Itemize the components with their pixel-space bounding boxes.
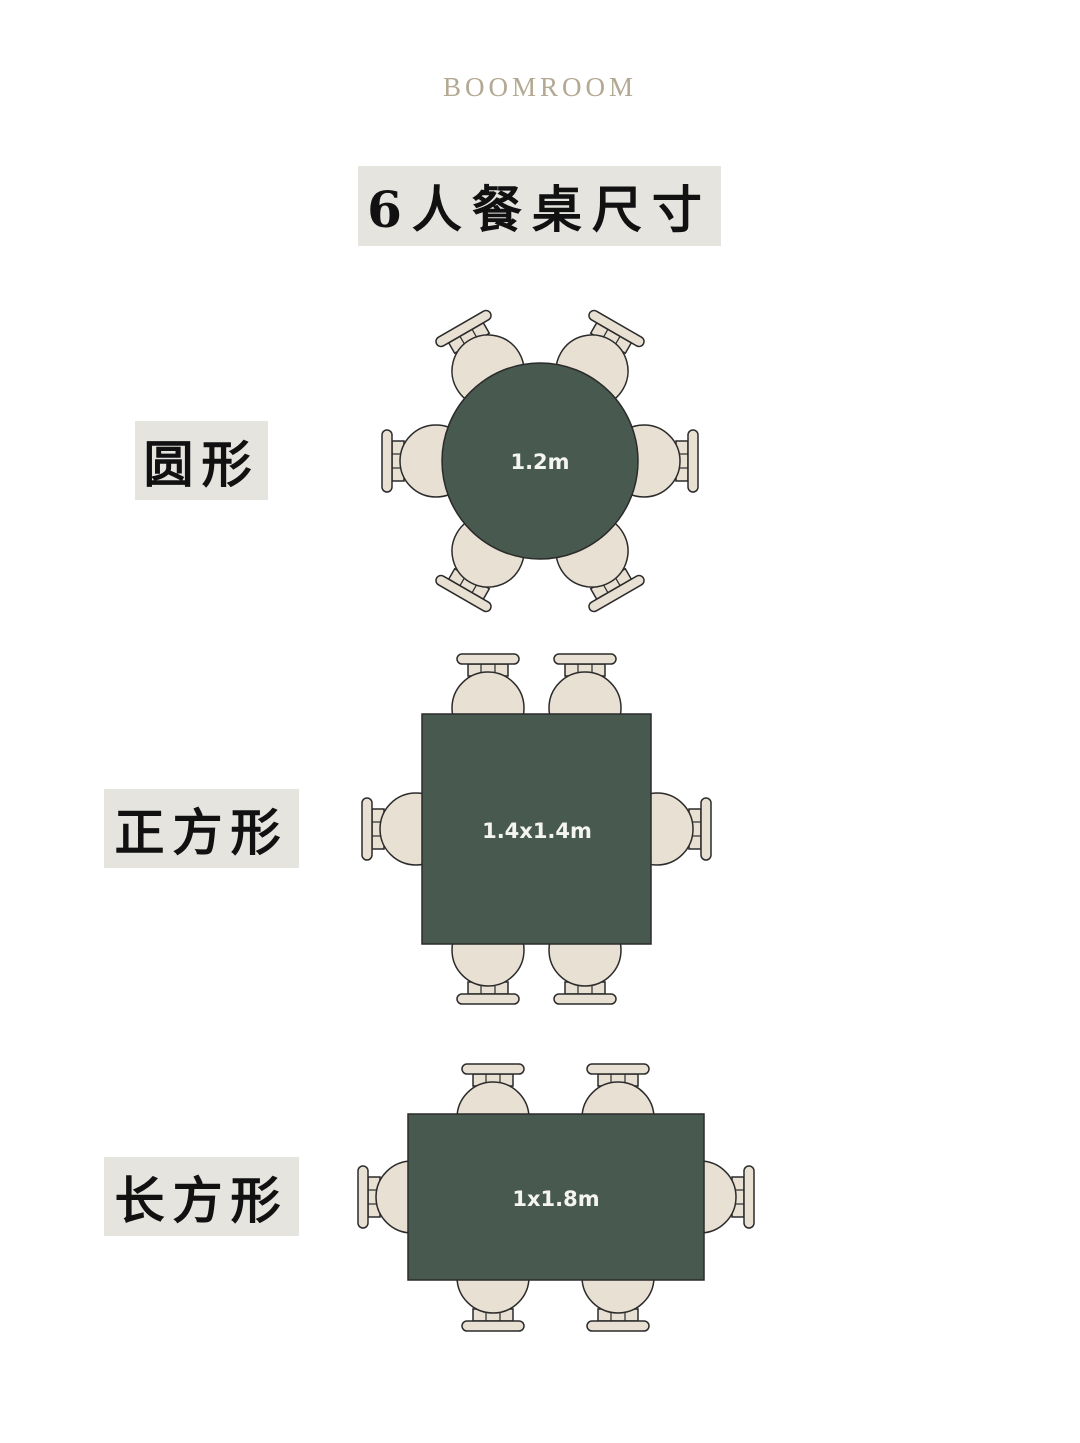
section-label-square: 正方形: [104, 789, 299, 868]
round-table-size: 1.2m: [510, 450, 569, 474]
rectangle-table-size: 1x1.8m: [512, 1187, 599, 1211]
square-table: [421, 713, 652, 945]
page-title: 6人餐桌尺寸: [358, 166, 721, 246]
brand-logo: BOOMROOM: [442, 72, 638, 102]
square-table-size: 1.4x1.4m: [482, 819, 592, 843]
section-label-round: 圆形: [135, 421, 268, 500]
rectangle-table: [407, 1113, 705, 1281]
round-table: [441, 362, 639, 560]
round-table-chair: [555, 514, 645, 613]
section-label-rectangle: 长方形: [104, 1157, 299, 1236]
